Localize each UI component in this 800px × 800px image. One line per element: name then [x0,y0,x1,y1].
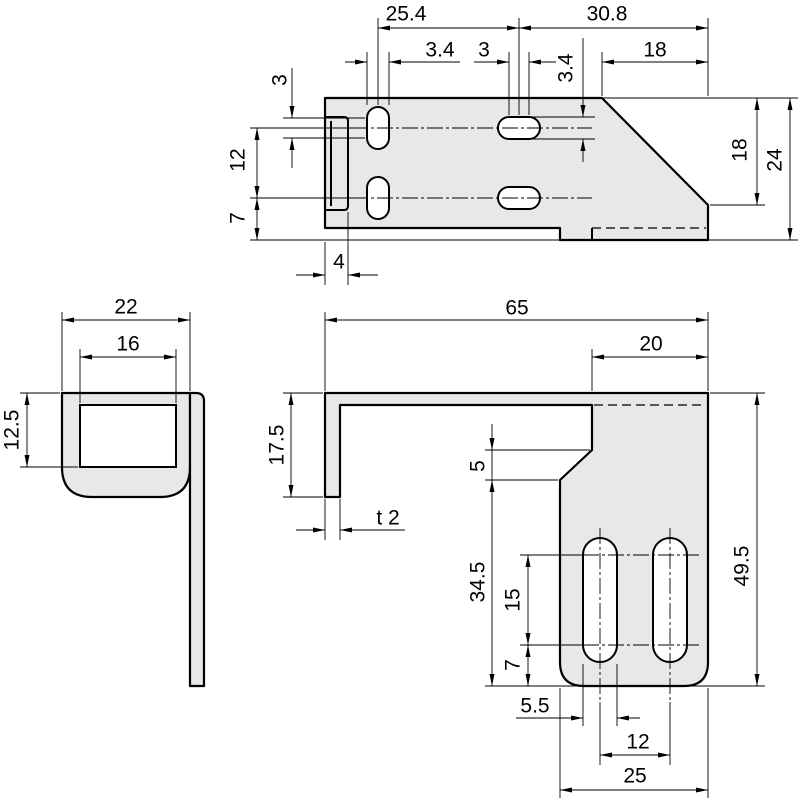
top-view-dimension-label: 3.4 [555,53,578,83]
front-view-dimension-label: 25 [623,765,646,788]
side-view: 22 16 12.5 [1,296,206,688]
front-view-dimension-label: t 2 [376,507,399,530]
front-view-dimension-label: 65 [505,297,528,320]
side-view-dimension-label: 16 [116,333,139,356]
front-view-dimension-label: 20 [639,333,662,356]
front-view-dimension-label: 5 [467,460,490,472]
side-view-plate [188,391,206,688]
front-view-dimension-label: 17.5 [266,425,289,466]
front-view-outline [323,391,710,688]
top-view: 25.4 30.8 3.4 3 3.4 18 3 12 7 4 18 24 [227,3,798,285]
top-view-dimension-label: 3 [478,39,490,62]
side-view-channel-opening [79,404,177,468]
front-view-dimension-label: 49.5 [731,546,754,587]
front-view-dimension-label: 12 [626,731,649,754]
front-view: 65 20 17.5 t 2 5 34.5 15 7 49.5 5.5 12 2… [266,297,765,798]
front-view-dimension-label: 5.5 [520,695,549,718]
front-view-dimension-label: 34.5 [467,562,490,603]
top-view-dimension-label: 4 [333,251,345,274]
front-view-dimension-label: 15 [502,588,525,611]
top-view-dimension-label: 30.8 [587,3,628,26]
top-view-dimension-label: 18 [729,138,752,161]
top-view-lip [325,116,349,211]
front-view-dimension-label: 7 [502,659,525,671]
top-view-dimension-label: 7 [227,212,250,224]
top-view-dimension-label: 25.4 [386,3,427,26]
top-view-dimension-label: 24 [764,148,787,172]
top-view-outline [323,96,710,242]
side-view-dimension-label: 22 [114,296,137,319]
side-view-dimension-label: 12.5 [1,410,24,451]
top-view-dimension-label: 12 [227,148,250,171]
top-view-dimension-label: 3.4 [425,39,455,62]
top-view-dimension-label: 18 [643,39,666,62]
top-view-dimension-label: 3 [269,74,292,86]
